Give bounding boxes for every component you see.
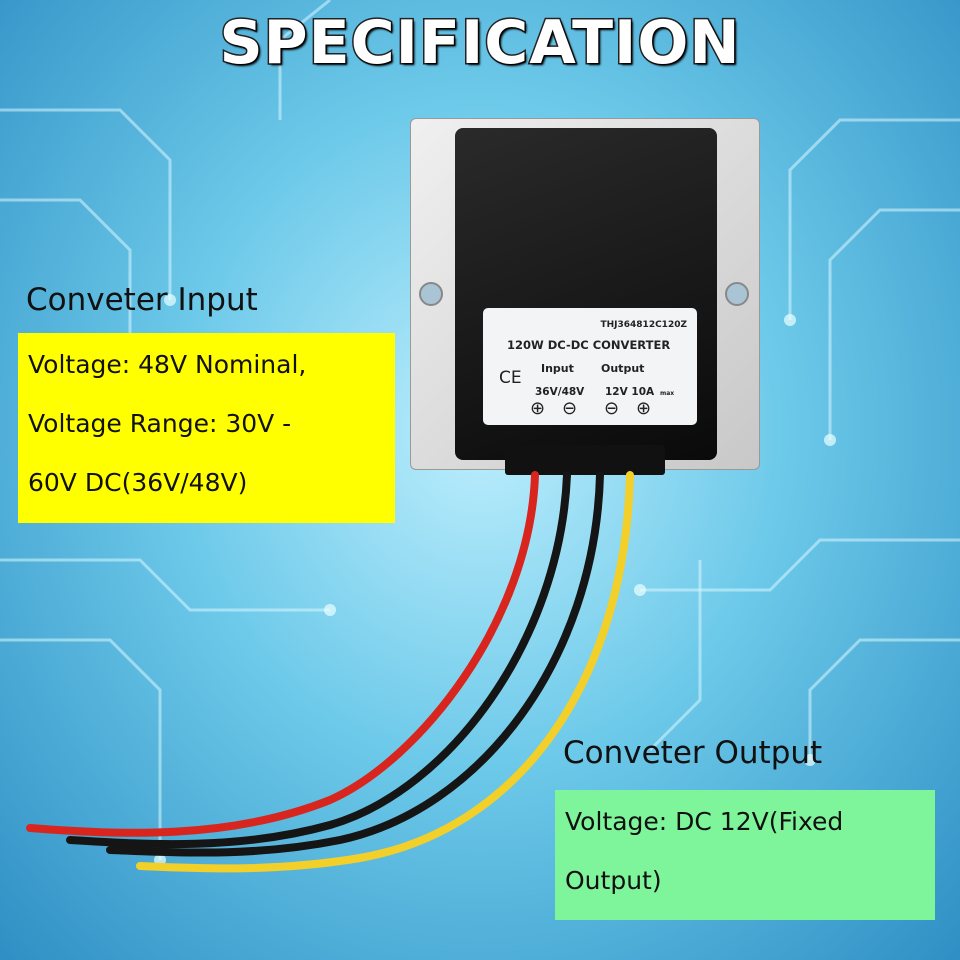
input-spec-box: Voltage: 48V Nominal, Voltage Range: 30V…	[18, 333, 395, 523]
input-label: Input	[541, 362, 574, 375]
input-line: Voltage Range: 30V -	[28, 409, 292, 438]
output-rating: 12V 10A	[605, 386, 655, 398]
output-line: Output)	[565, 866, 662, 895]
output-label: Output	[601, 362, 645, 375]
terminal-minus-icon: ⊖	[604, 398, 620, 419]
ce-mark: CE	[499, 368, 522, 388]
input-heading: Conveter Input	[26, 282, 258, 318]
terminal-plus-icon: ⊕	[530, 398, 546, 419]
mounting-hole	[419, 282, 443, 306]
output-spec-box: Voltage: DC 12V(Fixed Output)	[555, 790, 935, 920]
mounting-hole	[725, 282, 749, 306]
device-label: THJ364812C120Z 120W DC-DC CONVERTER CE I…	[483, 308, 697, 425]
model-number: THJ364812C120Z	[600, 320, 687, 330]
output-line: Voltage: DC 12V(Fixed	[565, 807, 844, 836]
cable-grommet	[505, 445, 665, 475]
wire-yellow	[136, 471, 634, 873]
output-heading: Conveter Output	[563, 735, 823, 771]
page-title: SPECIFICATION	[218, 7, 741, 80]
terminal-plus-icon: ⊕	[636, 398, 652, 419]
input-voltage: 36V/48V	[535, 386, 585, 398]
wire-black	[106, 471, 604, 857]
wire-black	[66, 471, 571, 849]
input-line: 60V DC(36V/48V)	[28, 468, 248, 497]
input-line: Voltage: 48V Nominal,	[28, 350, 307, 379]
wire-red	[26, 471, 539, 837]
terminal-minus-icon: ⊖	[562, 398, 578, 419]
output-suffix: max	[660, 390, 675, 397]
device-name: 120W DC-DC CONVERTER	[507, 338, 671, 352]
